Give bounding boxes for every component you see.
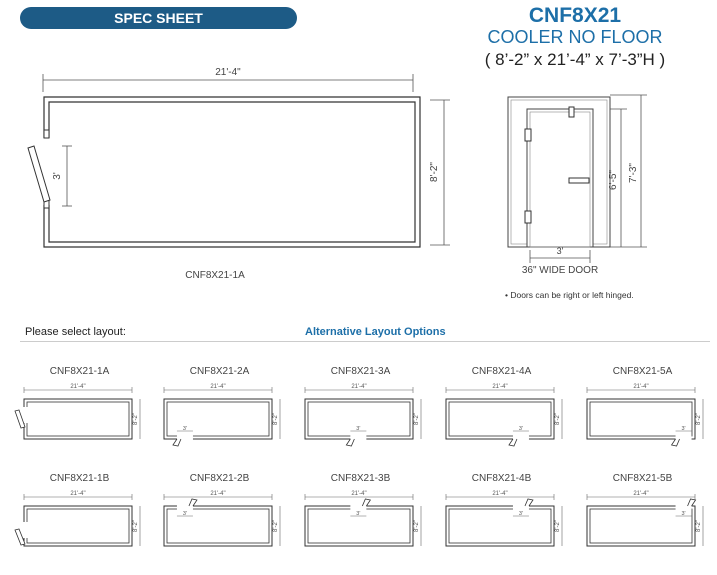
- main-floor-plan: 21'-4" 3' 8'-2": [27, 67, 450, 248]
- layout-thumbnail: 21'-4" 8'-2" 3': [163, 384, 281, 447]
- layout-door-label: 3': [519, 511, 523, 517]
- layout-thumbnail: 21'-4" 8'-2": [14, 384, 141, 440]
- layout-thumbnail: 21'-4" 8'-2" 3': [304, 384, 422, 447]
- layout-option-code: CNF8X21-3B: [330, 473, 391, 484]
- layout-option-cnf8x21-2b[interactable]: CNF8X21-2B 21'-4" 8'-2" 3': [152, 473, 287, 568]
- layout-option-code: CNF8X21-2A: [189, 366, 250, 377]
- layout-width-label: 21'-4": [633, 491, 648, 497]
- layout-thumbnail: 21'-4" 8'-2" 3': [445, 491, 563, 547]
- layout-door-label: 3': [356, 426, 360, 432]
- layout-thumbnail: 21'-4" 8'-2" 3': [163, 491, 281, 547]
- model-code: CNF8X21: [528, 4, 622, 27]
- layout-option-code: CNF8X21-5A: [612, 366, 673, 377]
- layout-thumbnail: 21'-4" 8'-2" 3': [586, 491, 704, 547]
- main-door-label: 3': [52, 172, 63, 180]
- layout-option-code: CNF8X21-1A: [49, 366, 110, 377]
- hinge-note: Doors can be right or left hinged.: [505, 290, 705, 300]
- layout-door-label: 3': [183, 511, 187, 517]
- layout-option-cnf8x21-3b[interactable]: CNF8X21-3B 21'-4" 8'-2" 3': [293, 473, 428, 568]
- main-width-label: 21'-4": [215, 67, 241, 78]
- layout-width-label: 21'-4": [492, 491, 507, 497]
- layout-depth-label: 8'-2": [273, 413, 279, 425]
- main-plan-caption: CNF8X21-1A: [185, 270, 245, 281]
- alternative-layouts-heading: Alternative Layout Options: [305, 326, 446, 338]
- layout-width-label: 21'-4": [351, 491, 366, 497]
- layout-option-cnf8x21-4b[interactable]: CNF8X21-4B 21'-4" 8'-2" 3': [434, 473, 569, 568]
- layout-option-cnf8x21-1b[interactable]: CNF8X21-1B 21'-4" 8'-2": [12, 473, 147, 568]
- layout-door-label: 3': [682, 511, 686, 517]
- layout-width-label: 21'-4": [633, 384, 648, 390]
- layout-depth-label: 8'-2": [696, 520, 702, 532]
- layout-option-cnf8x21-5b[interactable]: CNF8X21-5B 21'-4" 8'-2" 3': [575, 473, 710, 568]
- layout-depth-label: 8'-2": [696, 413, 702, 425]
- door-width-label: 3': [557, 246, 564, 256]
- layout-width-label: 21'-4": [351, 384, 366, 390]
- layout-width-label: 21'-4": [492, 384, 507, 390]
- layout-width-label: 21'-4": [70, 491, 85, 497]
- layout-width-label: 21'-4": [210, 491, 225, 497]
- layout-option-code: CNF8X21-5B: [612, 473, 673, 484]
- door-caption: 36" WIDE DOOR: [521, 265, 599, 276]
- layout-door-label: 3': [682, 426, 686, 432]
- layout-option-cnf8x21-5a[interactable]: CNF8X21-5A 21'-4" 8'-2" 3': [575, 366, 710, 461]
- layout-depth-label: 8'-2": [414, 413, 420, 425]
- layout-depth-label: 8'-2": [555, 520, 561, 532]
- layout-option-code: CNF8X21-1B: [49, 473, 110, 484]
- layout-depth-label: 8'-2": [273, 520, 279, 532]
- door-elevation: 6'-5" 7'-3" 3': [507, 94, 647, 263]
- total-height-label: 7'-3": [628, 163, 639, 183]
- model-subtitle: COOLER NO FLOOR: [487, 27, 663, 47]
- layout-depth-label: 8'-2": [133, 520, 139, 532]
- layout-option-code: CNF8X21-3A: [330, 366, 391, 377]
- layout-depth-label: 8'-2": [414, 520, 420, 532]
- divider: [20, 341, 710, 342]
- layout-thumbnail: 21'-4" 8'-2": [14, 491, 141, 547]
- select-layout-label: Please select layout:: [25, 326, 126, 338]
- main-depth-label: 8'-2": [429, 162, 440, 182]
- door-height-label: 6'-5": [608, 170, 619, 190]
- layout-option-cnf8x21-1a[interactable]: CNF8X21-1A 21'-4" 8'-2": [12, 366, 147, 461]
- layout-option-code: CNF8X21-4B: [471, 473, 532, 484]
- layout-option-cnf8x21-2a[interactable]: CNF8X21-2A 21'-4" 8'-2" 3': [152, 366, 287, 461]
- spec-sheet-banner: SPEC SHEET: [20, 7, 297, 29]
- layout-door-label: 3': [356, 511, 360, 517]
- layout-width-label: 21'-4": [70, 384, 85, 390]
- layout-option-code: CNF8X21-2B: [189, 473, 250, 484]
- layout-option-cnf8x21-4a[interactable]: CNF8X21-4A 21'-4" 8'-2" 3': [434, 366, 569, 461]
- layout-thumbnail: 21'-4" 8'-2" 3': [445, 384, 563, 447]
- model-dimensions: ( 8’-2” x 21’-4” x 7’-3”H ): [484, 50, 666, 69]
- layout-width-label: 21'-4": [210, 384, 225, 390]
- layout-depth-label: 8'-2": [555, 413, 561, 425]
- layout-depth-label: 8'-2": [133, 413, 139, 425]
- layout-option-cnf8x21-3a[interactable]: CNF8X21-3A 21'-4" 8'-2" 3': [293, 366, 428, 461]
- layout-option-code: CNF8X21-4A: [471, 366, 532, 377]
- layout-thumbnail: 21'-4" 8'-2" 3': [586, 384, 704, 447]
- layout-door-label: 3': [183, 426, 187, 432]
- layout-thumbnail: 21'-4" 8'-2" 3': [304, 491, 422, 547]
- layout-door-label: 3': [519, 426, 523, 432]
